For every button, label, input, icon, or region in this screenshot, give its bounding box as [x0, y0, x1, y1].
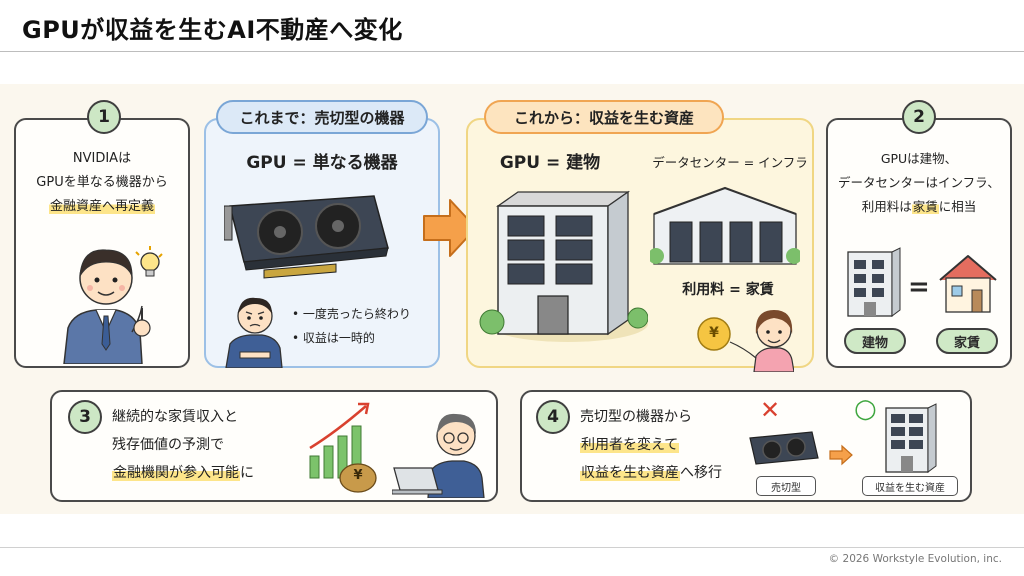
house-icon: [939, 255, 997, 313]
step-number-2: 2: [902, 100, 936, 134]
building-icon: [479, 190, 648, 342]
gpu-card-icon: [224, 195, 389, 279]
small-building-icon: [847, 247, 901, 317]
card-2-line-3: 利用料は家賃に相当: [828, 196, 1010, 218]
step-number-1: 1: [87, 100, 121, 134]
businessman-laptop-icon: [392, 413, 485, 498]
equals-sign: =: [908, 272, 930, 302]
page-title: GPUが収益を生むAI不動産へ変化: [22, 16, 403, 44]
card-1-line-2: GPUを単なる機器から: [36, 175, 168, 190]
box-revenue-asset: 収益を生む資産: [862, 476, 958, 496]
growth-chart-icon: [309, 402, 377, 493]
before-tag: これまで：売切型の機器: [216, 100, 428, 134]
after-tag: これから：収益を生む資産: [484, 100, 724, 134]
card-3-line-1: 継続的な家賃収入と: [112, 409, 238, 425]
card-1-line-3-wrap: 金融資産へ再定義: [16, 196, 188, 218]
card-3: 3 継続的な家賃収入と 残存価値の予測で 金融機関が参入可能に ¥: [50, 390, 498, 502]
worried-man-icon: [225, 297, 283, 368]
title-divider: [0, 51, 1024, 52]
card-4-line-2: 利用者を変えて: [580, 434, 680, 456]
card-2-line-1: GPUは建物、: [880, 151, 958, 166]
step-number-4: 4: [536, 400, 570, 434]
pill-rent: 家賃: [936, 328, 998, 354]
card-1-line-3: 金融資産へ再定義: [48, 199, 155, 214]
card-4-line-1: 売切型の機器から: [580, 409, 692, 425]
card-3-line-3: 金融機関が参入可能に: [112, 462, 254, 484]
before-bullet-2: • 収益は一時的: [292, 331, 375, 345]
after-heading-right: データセンター = インフラ: [652, 155, 808, 170]
woman-with-coin-icon: [697, 310, 794, 372]
card-2: 2 GPUは建物、 データセンターはインフラ、 利用料は家賃に相当 = 建物 家…: [826, 100, 1012, 368]
card-3-line-3a: 金融機関が参入可能: [112, 465, 240, 481]
small-datacenter-building-icon: [885, 403, 937, 473]
step-number-3: 3: [68, 400, 102, 434]
card-3-line-3b: に: [240, 465, 254, 481]
before-bullet-1: • 一度売ったら終わり: [292, 307, 411, 321]
card-4: 4 売切型の機器から 利用者を変えて 収益を生む資産へ移行 ✕ 売切型 ○ 収益…: [520, 390, 972, 502]
card-1-line-1: NVIDIAは: [72, 151, 132, 166]
copyright: © 2026 Workstyle Evolution, inc.: [828, 553, 1002, 565]
footer-divider: [0, 547, 1024, 548]
arrow-right-icon: [423, 199, 477, 257]
cross-icon: ✕: [760, 396, 781, 424]
small-gpu-icon: [749, 431, 819, 465]
fee-label: 利用料 = 家賃: [682, 282, 774, 298]
pill-building: 建物: [844, 328, 906, 354]
card-4-line-2a: 利用者を変えて: [580, 437, 680, 453]
card-2-line-3a: 利用料は: [861, 199, 912, 214]
card-4-line-3b: へ移行: [680, 465, 722, 481]
box-sold-device: 売切型: [756, 476, 816, 496]
money-bag-yen: ¥: [353, 468, 363, 483]
card-2-line-3c: に相当: [938, 199, 977, 214]
businessman-pointing-icon: [63, 246, 163, 364]
card-4-line-3a: 収益を生む資産: [580, 465, 680, 481]
card-4-line-3: 収益を生む資産へ移行: [580, 462, 722, 484]
card-3-line-2: 残存価値の予測で: [112, 437, 224, 453]
card-2-line-2: データセンターはインフラ、: [838, 175, 1000, 190]
data-center-icon: [650, 186, 800, 265]
circle-icon: ○: [854, 394, 877, 424]
small-arrow-icon: [829, 444, 853, 466]
fee-coin-yen: ¥: [709, 325, 719, 341]
card-2-line-3b: 家賃: [911, 199, 939, 214]
before-heading: GPU = 単なる機器: [246, 153, 398, 173]
card-1: 1 NVIDIAは GPUを単なる機器から 金融資産へ再定義: [14, 100, 190, 368]
after-heading-left: GPU = 建物: [499, 153, 601, 173]
